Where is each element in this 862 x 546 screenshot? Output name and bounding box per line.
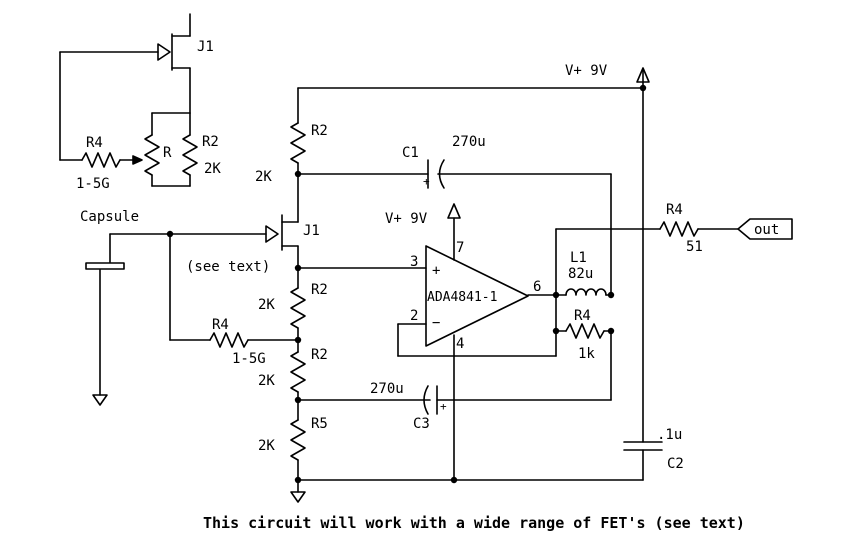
- r4-feedback-label: R4: [574, 308, 591, 324]
- r4-mid-value: 1-5G: [232, 351, 266, 367]
- jfet-j1-detail: [59, 13, 191, 161]
- r4-feedback-value: 1k: [578, 346, 595, 362]
- out-label: out: [754, 222, 779, 238]
- r2-top-value: 2K: [204, 161, 221, 177]
- pin2-label: 2: [410, 308, 418, 324]
- resistor-r5: [290, 419, 306, 481]
- capsule: [85, 233, 125, 406]
- r2-top-label: R2: [202, 134, 219, 150]
- r4-top-label: R4: [86, 135, 103, 151]
- l1-value: 82u: [568, 266, 593, 282]
- capacitor-c1: [297, 159, 612, 296]
- pin4-label: 4: [456, 336, 464, 352]
- c1-value: 270u: [452, 134, 486, 150]
- capacitor-c3: [297, 330, 612, 415]
- c3-value: 270u: [370, 381, 404, 397]
- jfet-j1-main: [109, 214, 299, 289]
- junction-dots: [166, 84, 647, 484]
- r5-label: R5: [311, 416, 328, 432]
- r4-top-value: 1-5G: [76, 176, 110, 192]
- vplus-opamp-label: V+ 9V: [385, 211, 428, 227]
- see-text-label: (see text): [186, 259, 270, 275]
- resistor-r4-mid: [169, 332, 299, 348]
- resistor-r4-output: [659, 221, 739, 237]
- c3-plus: +: [440, 400, 447, 413]
- r2-low-value: 2K: [258, 373, 275, 389]
- j1-top-label: J1: [197, 39, 214, 55]
- pin3-label: 3: [410, 254, 418, 270]
- r2-drain-value: 2K: [255, 169, 272, 185]
- c1-label: C1: [402, 145, 419, 161]
- resistor-r2-bias: [182, 112, 198, 187]
- inductor-l1: [565, 288, 612, 296]
- c2-label: C2: [667, 456, 684, 472]
- resistor-r2-low: [290, 351, 306, 421]
- pin7-label: 7: [456, 240, 464, 256]
- r2-low-label: R2: [311, 347, 328, 363]
- caption: This circuit will work with a wide range…: [203, 514, 745, 532]
- r4-output-label: R4: [666, 202, 683, 218]
- capsule-label: Capsule: [80, 209, 139, 225]
- potentiometer-r: [144, 112, 191, 187]
- opamp-minus-sign: −: [432, 315, 440, 331]
- r5-value: 2K: [258, 438, 275, 454]
- j1-main-label: J1: [303, 223, 320, 239]
- opamp-part-label: ADA4841-1: [427, 290, 497, 305]
- out-terminal: [737, 218, 793, 240]
- c3-label: C3: [413, 416, 430, 432]
- r2-mid-value: 2K: [258, 297, 275, 313]
- r4-mid-label: R4: [212, 317, 229, 333]
- pin6-label: 6: [533, 279, 541, 295]
- c1-plus: +: [423, 175, 430, 188]
- opamp: [397, 203, 567, 357]
- supply-rail: [297, 67, 650, 443]
- pot-r-label: R: [163, 145, 172, 161]
- resistor-r4-feedback: [555, 323, 612, 339]
- resistor-r4-bias: [59, 152, 121, 168]
- l1-label: L1: [570, 250, 587, 266]
- c2-value: .1u: [657, 427, 682, 443]
- r2-mid-label: R2: [311, 282, 328, 298]
- vplus-top-label: V+ 9V: [565, 63, 608, 79]
- r2-drain-label: R2: [311, 123, 328, 139]
- r4-output-value: 51: [686, 239, 703, 255]
- opamp-plus-sign: +: [432, 263, 440, 279]
- capacitor-c2: [623, 441, 663, 481]
